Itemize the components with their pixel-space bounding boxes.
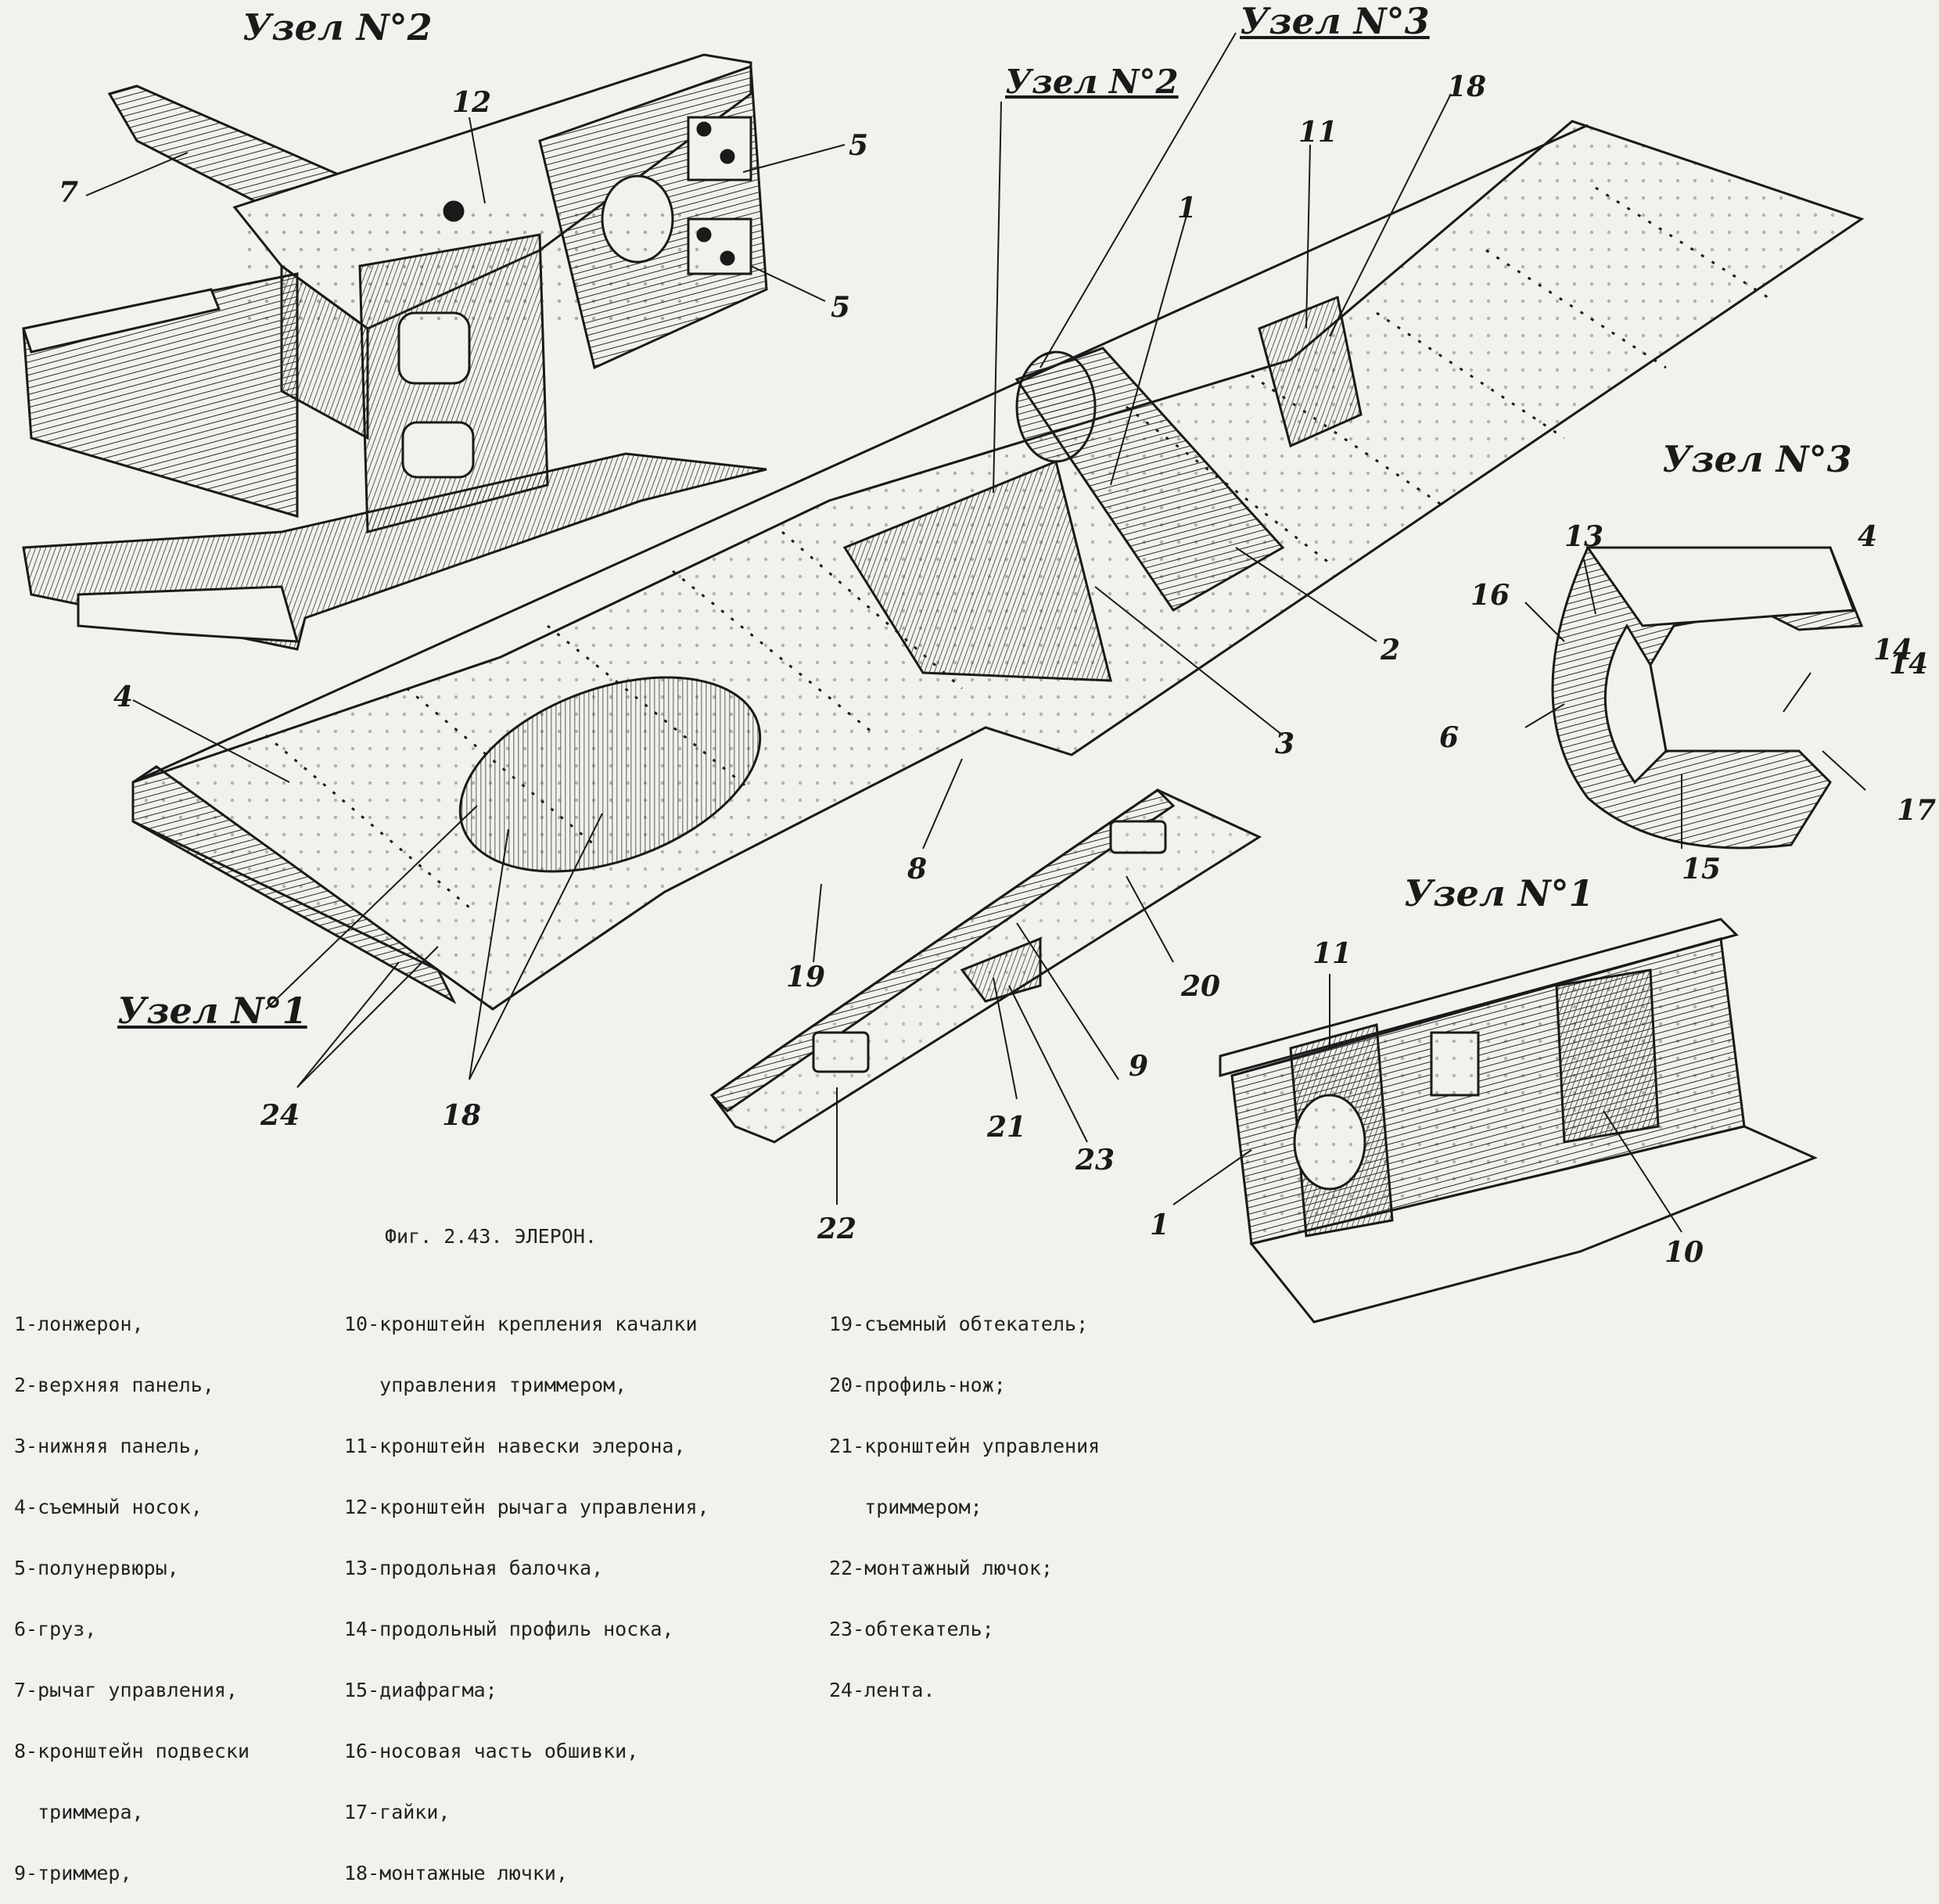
title-node1-left: Узел N°1 [117, 990, 307, 1032]
legend-item: 15-диафрагма; [344, 1679, 497, 1701]
callout-23: 23 [1075, 1144, 1115, 1177]
callout-6: 6 [1439, 721, 1460, 754]
leader-lines [85, 32, 1866, 1233]
legend-item: 8-кронштейн подвески [14, 1740, 250, 1762]
callout-4-main: 4 [113, 681, 134, 713]
legend-item: 3-нижняя панель, [14, 1435, 203, 1457]
legend-item: 14-продольный профиль носка, [344, 1618, 674, 1640]
callout-8: 8 [907, 853, 928, 886]
legend-item: 23-обтекатель; [829, 1618, 994, 1640]
callout-21: 21 [987, 1111, 1027, 1144]
callout-22: 22 [817, 1212, 857, 1245]
legend-item: триммером; [829, 1496, 982, 1518]
callout-24: 24 [260, 1099, 300, 1132]
legend-item: управления триммером, [344, 1374, 627, 1396]
callout-4-node3: 4 [1858, 520, 1878, 553]
legend-item: триммера, [14, 1801, 144, 1823]
legend-item: 10-кронштейн крепления качалки [344, 1313, 698, 1335]
callout-7: 7 [59, 176, 79, 209]
legend-column-2: 10-кронштейн крепления качалки управлени… [344, 1274, 709, 1904]
callout-16: 16 [1470, 579, 1510, 612]
title-node2-center: Узел N°2 [1005, 63, 1179, 101]
legend-item: 12-кронштейн рычага управления, [344, 1496, 709, 1518]
callout-9: 9 [1129, 1050, 1149, 1083]
node1-detail [1219, 918, 1818, 1324]
callout-5-upper: 5 [849, 129, 869, 162]
callout-15: 15 [1682, 853, 1722, 886]
legend-item: 21-кронштейн управления [829, 1435, 1101, 1457]
callout-13: 13 [1564, 520, 1604, 553]
legend-column-3: 19-съемный обтекатель; 20-профиль-нож; 2… [829, 1274, 1100, 1721]
legend-item: 17-гайки, [344, 1801, 451, 1823]
legend-item: 6-груз, [14, 1618, 97, 1640]
aileron-drawing [22, 32, 1866, 1324]
legend-item: 4-съемный носок, [14, 1496, 203, 1518]
legend-item: 24-лента. [829, 1679, 935, 1701]
legend-item: 7-рычаг управления, [14, 1679, 238, 1701]
callout-18-upper: 18 [1447, 70, 1487, 103]
callout-5-lower: 5 [831, 291, 851, 324]
legend-item: 2-верхняя панель, [14, 1374, 214, 1396]
legend-item: 16-носовая часть обшивки, [344, 1740, 639, 1762]
callout-20: 20 [1181, 970, 1221, 1003]
figure-caption: Фиг. 2.43. ЭЛЕРОН. [385, 1225, 597, 1248]
legend-item: 20-профиль-нож; [829, 1374, 1006, 1396]
callout-14-upper: 14 [1873, 634, 1913, 666]
callout-19: 19 [786, 961, 826, 993]
title-node1-right: Узел N°1 [1404, 872, 1594, 914]
callout-18-lower: 18 [442, 1099, 482, 1132]
callout-14-right: 14 [1889, 648, 1929, 681]
legend-item: 22-монтажный лючок; [829, 1557, 1053, 1579]
callout-10: 10 [1664, 1236, 1704, 1269]
legend-item: 5-полунервюры, [14, 1557, 179, 1579]
callout-11-lower: 11 [1312, 937, 1352, 970]
legend-item: 13-продольная балочка, [344, 1557, 604, 1579]
callout-11-upper: 11 [1298, 116, 1338, 149]
title-node3-right: Узел N°3 [1662, 438, 1852, 480]
callout-12: 12 [452, 86, 492, 119]
aileron-main-body [131, 120, 1865, 1011]
legend-item: 1-лонжерон, [14, 1313, 144, 1335]
legend-item: 9-триммер, [14, 1862, 132, 1884]
callout-1-lower: 1 [1150, 1209, 1170, 1241]
legend-item: 18-монтажные лючки, [344, 1862, 568, 1884]
title-node2-top-left: Узел N°2 [242, 6, 433, 48]
legend-item: 19-съемный обтекатель; [829, 1313, 1089, 1335]
callout-2: 2 [1381, 634, 1401, 666]
callout-3: 3 [1275, 727, 1295, 760]
legend-item: 11-кронштейн навески элерона, [344, 1435, 686, 1457]
callout-1-upper: 1 [1177, 192, 1198, 225]
node2-detail [22, 53, 768, 651]
title-node3-top: Узел N°3 [1240, 0, 1430, 42]
legend-column-1: 1-лонжерон, 2-верхняя панель, 3-нижняя п… [14, 1274, 250, 1904]
trimmer-detail [709, 789, 1262, 1144]
callout-17: 17 [1897, 794, 1937, 827]
node3-detail [1551, 546, 1864, 850]
